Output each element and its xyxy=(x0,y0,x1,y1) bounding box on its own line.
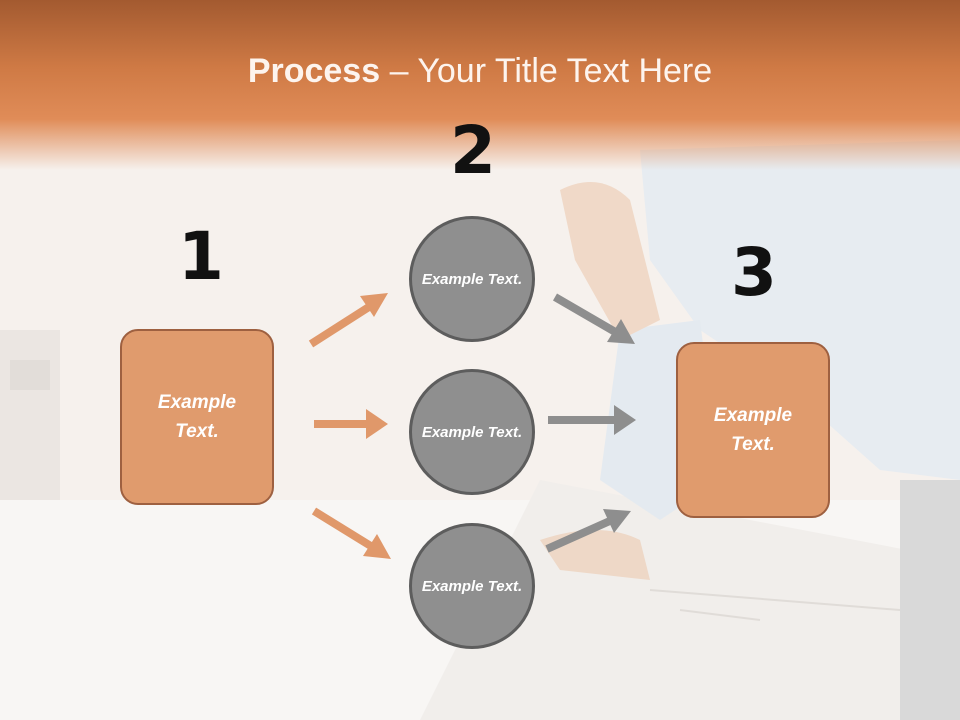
title-rest: – Your Title Text Here xyxy=(389,52,713,90)
arrow-gray-right xyxy=(548,405,636,435)
slide-title: Process – Your Title Text Here xyxy=(0,52,960,91)
left-box-label: Example Text. xyxy=(157,392,237,442)
arrow-gray-up xyxy=(545,509,631,553)
step-number-1: 1 xyxy=(178,218,224,295)
arrow-gray-down xyxy=(552,293,635,344)
circle-bottom-label: Example Text. xyxy=(421,577,523,595)
step-number-3: 3 xyxy=(731,234,777,311)
right-box-label: Example Text. xyxy=(713,405,793,455)
arrow-orange-right xyxy=(314,409,388,439)
header-band xyxy=(0,0,960,170)
title-bold: Process xyxy=(247,52,381,90)
circle-top-label: Example Text. xyxy=(421,270,523,288)
arrow-orange-up xyxy=(308,293,388,348)
right-process-box: Example Text. xyxy=(676,342,830,518)
left-process-box: Example Text. xyxy=(120,329,274,505)
circle-bottom: Example Text. xyxy=(409,523,535,649)
arrow-orange-down xyxy=(311,507,391,559)
circle-middle: Example Text. xyxy=(409,369,535,495)
circle-middle-label: Example Text. xyxy=(421,423,523,441)
circle-top: Example Text. xyxy=(409,216,535,342)
step-number-2: 2 xyxy=(450,112,496,189)
